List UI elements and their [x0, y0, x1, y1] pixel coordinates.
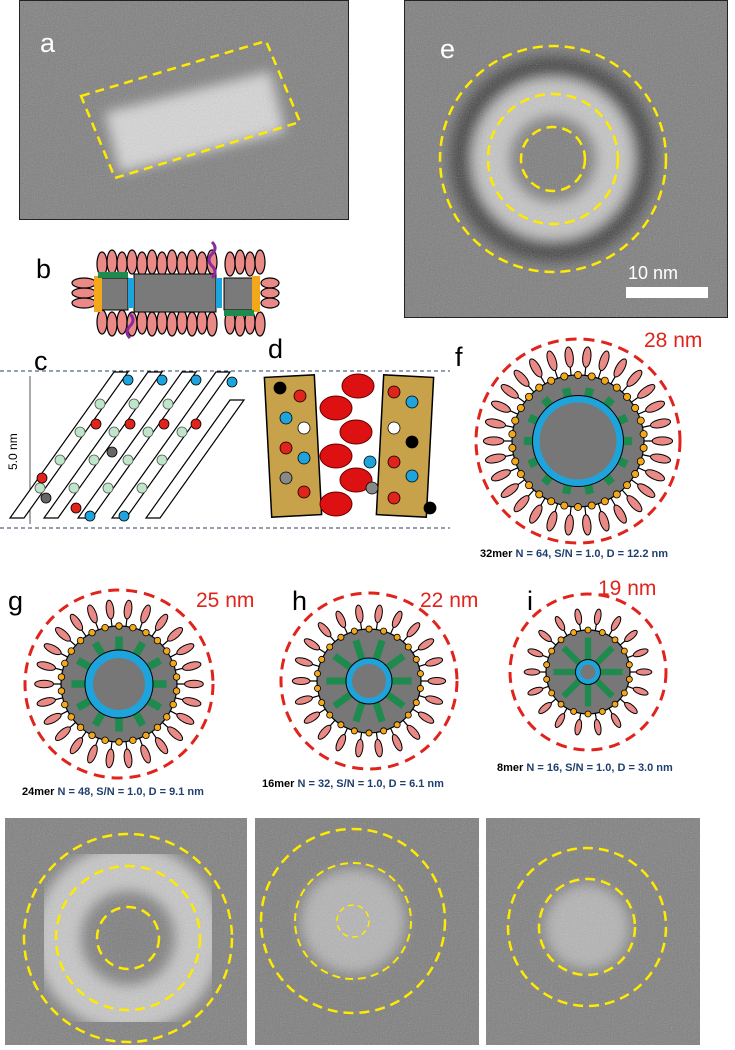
- micrograph-24mer: [5, 818, 247, 1045]
- panel-label-a: a: [40, 28, 56, 58]
- diameter-label-i: 19 nm: [598, 577, 657, 600]
- panel-label-b: b: [36, 254, 52, 284]
- panel-c-helix-diagram: [0, 368, 450, 532]
- panel-a-micrograph: [19, 0, 349, 220]
- scale-bar: [626, 287, 708, 298]
- diameter-label-f: 28 nm: [644, 329, 703, 352]
- boundary-box-outline: [79, 39, 302, 180]
- micelle-schematic-32mer: [466, 336, 690, 546]
- panel-label-d: d: [268, 334, 284, 364]
- micelle-schematic-24mer: [17, 584, 221, 784]
- caption-8mer: 8mer N = 16, S/N = 1.0, D = 3.0 nm: [497, 762, 673, 774]
- panel-e-micrograph: [404, 0, 728, 318]
- micrograph-8mer: [486, 818, 700, 1045]
- caption-16mer: 16mer N = 32, S/N = 1.0, D = 6.1 nm: [262, 778, 444, 790]
- inner-guide-circle: [519, 125, 587, 193]
- scale-bar-label: 10 nm: [628, 263, 679, 283]
- caption-24mer: 24mer N = 48, S/N = 1.0, D = 9.1 nm: [22, 786, 204, 798]
- caption-32mer: 32mer N = 64, S/N = 1.0, D = 12.2 nm: [480, 548, 669, 560]
- micelle-schematic-8mer: [506, 590, 670, 754]
- middle-guide-circle: [486, 92, 620, 226]
- panel-label-e: e: [440, 34, 456, 64]
- panel-label-h: h: [292, 586, 308, 616]
- panel-label-f: f: [455, 342, 463, 372]
- diameter-label-g: 25 nm: [196, 589, 255, 612]
- panel-b-schematic: [70, 238, 280, 348]
- micrograph-16mer: [255, 818, 479, 1045]
- panel-label-i: i: [527, 586, 533, 616]
- micelle-schematic-16mer: [274, 586, 464, 776]
- panel-label-g: g: [8, 586, 24, 616]
- diameter-label-h: 22 nm: [420, 589, 479, 612]
- panel-label-c: c: [34, 346, 48, 376]
- outer-guide-circle: [438, 44, 668, 274]
